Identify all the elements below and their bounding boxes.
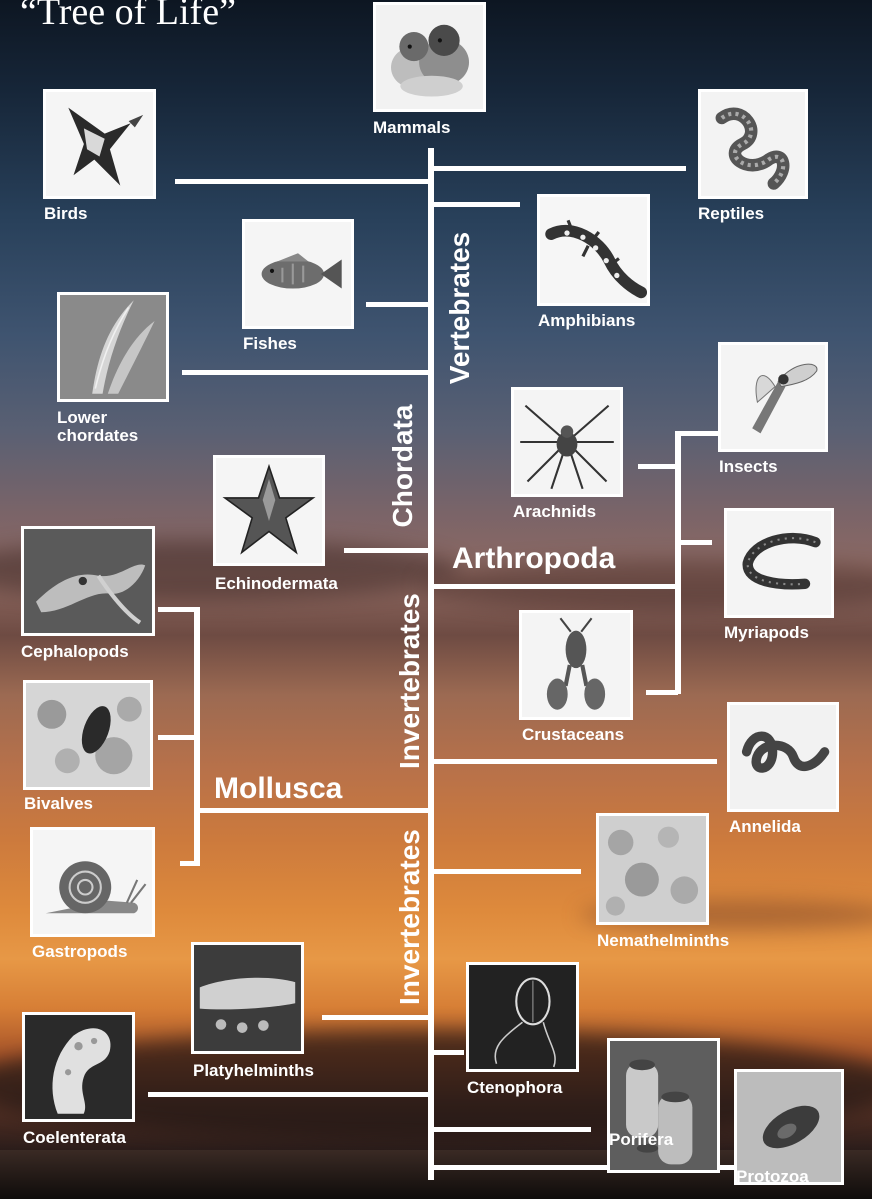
coral-photo-icon: [25, 1015, 132, 1119]
arachnids-photo: [511, 387, 623, 497]
echinodermata-photo: [213, 455, 325, 566]
protozoan-photo-icon: [737, 1072, 841, 1182]
flatworm-photo-icon: [194, 945, 301, 1051]
lancelet-photo-icon: [60, 295, 166, 399]
label-lower-chordates-line2: chordates: [57, 427, 138, 445]
bird-photo-icon: [46, 92, 153, 196]
label-platyhelminths: Platyhelminths: [193, 1062, 314, 1080]
phylum-label-arthropoda: Arthropoda: [452, 542, 615, 576]
group-label-invertebrates-upper: Invertebrates: [394, 599, 426, 769]
branch-line-lower-chordates: [182, 370, 431, 375]
branch-line-platyhelminths: [322, 1015, 431, 1020]
label-cephalopods: Cephalopods: [21, 643, 129, 661]
lobster-photo-icon: [522, 613, 630, 717]
label-porifera: Porifera: [609, 1131, 673, 1149]
label-reptiles: Reptiles: [698, 205, 764, 223]
amphibians-photo: [537, 194, 650, 306]
branch-line-ctenophora: [431, 1050, 464, 1055]
branch-line-reptiles: [431, 166, 686, 171]
label-arachnids: Arachnids: [513, 503, 596, 521]
label-mammals: Mammals: [373, 119, 450, 137]
worm-photo-icon: [730, 705, 836, 809]
bracket-tick-myriapods: [678, 540, 712, 545]
label-nemathelminths: Nemathelminths: [597, 932, 729, 950]
branch-line-mollusca: [200, 808, 431, 813]
nemathelminths-photo: [596, 813, 709, 925]
mussel-photo-icon: [26, 683, 150, 787]
octopus-photo-icon: [24, 529, 152, 633]
reptiles-photo: [698, 89, 808, 199]
snake-photo-icon: [701, 92, 805, 196]
nematode-photo-icon: [599, 816, 706, 922]
bracket-tick-insects: [675, 431, 720, 436]
branch-line-coelenterata: [148, 1092, 431, 1097]
branch-line-echinodermata: [344, 548, 431, 553]
label-coelenterata: Coelenterata: [23, 1129, 126, 1147]
spider-photo-icon: [514, 390, 620, 494]
birds-photo: [43, 89, 156, 199]
label-myriapods: Myriapods: [724, 624, 809, 642]
branch-line-birds: [175, 179, 431, 184]
fish-photo-icon: [245, 222, 351, 326]
branch-line-amphibians: [431, 202, 520, 207]
group-label-chordata: Chordata: [387, 401, 419, 531]
annelida-photo: [727, 702, 839, 812]
label-ctenophora: Ctenophora: [467, 1079, 562, 1097]
gastropods-photo: [30, 827, 155, 937]
starfish-photo-icon: [216, 458, 322, 563]
group-label-vertebrates: Vertebrates: [444, 228, 476, 388]
bracket-tick-arachnids: [638, 464, 678, 469]
porifera-photo: [607, 1038, 720, 1173]
crustaceans-photo: [519, 610, 633, 720]
sponge-photo-icon: [610, 1041, 717, 1170]
myriapods-photo: [724, 508, 834, 618]
label-fishes: Fishes: [243, 335, 297, 353]
branch-line-arthropoda: [431, 584, 678, 589]
bracket-tick-cephalopods: [158, 607, 200, 612]
group-label-invertebrates-lower: Invertebrates: [394, 835, 426, 1005]
centipede-photo-icon: [727, 511, 831, 615]
insects-photo: [718, 342, 828, 452]
branch-line-nemathelminths: [431, 869, 581, 874]
comb-jelly-photo-icon: [469, 965, 576, 1069]
bracket-tick-gastropods: [180, 861, 200, 866]
label-bivalves: Bivalves: [24, 795, 93, 813]
coelenterata-photo: [22, 1012, 135, 1122]
label-amphibians: Amphibians: [538, 312, 635, 330]
lower-chordates-photo: [57, 292, 169, 402]
label-crustaceans: Crustaceans: [522, 726, 624, 744]
cephalopods-photo: [21, 526, 155, 636]
branch-line-porifera: [431, 1127, 591, 1132]
phylum-label-mollusca: Mollusca: [214, 772, 342, 806]
label-birds: Birds: [44, 205, 87, 223]
salamander-photo-icon: [540, 197, 647, 303]
arthropoda-bracket-line: [675, 431, 681, 694]
label-lower-chordates: Lower chordates: [57, 409, 138, 445]
label-echinodermata: Echinodermata: [215, 575, 338, 593]
label-insects: Insects: [719, 458, 778, 476]
ctenophora-photo: [466, 962, 579, 1072]
fishes-photo: [242, 219, 354, 329]
label-annelida: Annelida: [729, 818, 801, 836]
bracket-tick-bivalves: [158, 735, 200, 740]
label-protozoa: Protozoa: [736, 1168, 809, 1186]
label-lower-chordates-line1: Lower: [57, 409, 138, 427]
branch-line-annelida: [431, 759, 717, 764]
diagram-title: “Tree of Life”: [20, 0, 236, 34]
label-gastropods: Gastropods: [32, 943, 127, 961]
branch-line-fishes: [366, 302, 431, 307]
fly-photo-icon: [721, 345, 825, 449]
puppies-photo-icon: [376, 5, 483, 109]
snail-photo-icon: [33, 830, 152, 934]
platyhelminths-photo: [191, 942, 304, 1054]
bivalves-photo: [23, 680, 153, 790]
mammals-photo: [373, 2, 486, 112]
bracket-tick-crustaceans: [646, 690, 678, 695]
